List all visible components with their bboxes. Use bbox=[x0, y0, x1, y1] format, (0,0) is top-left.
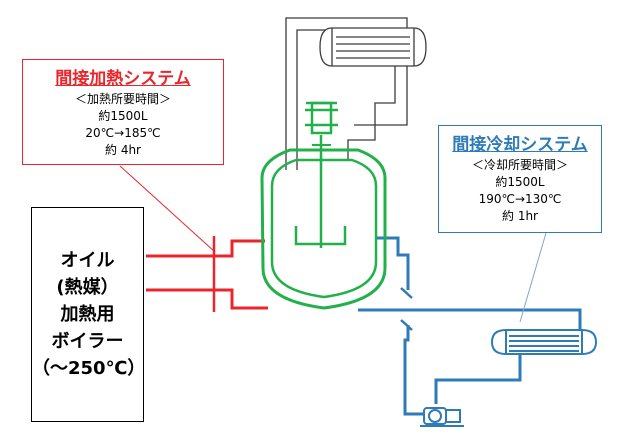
boiler-line-4: ボイラー bbox=[51, 331, 124, 352]
boiler-line-3: 加熱用 bbox=[60, 304, 115, 325]
cooling-temperature-range: 190℃→130℃ bbox=[478, 192, 562, 206]
cooling-pipes bbox=[358, 236, 582, 416]
heating-system-callout: 間接加熱システム ＜加熱所要時間＞ 約1500L 20℃→185℃ 約 4hr bbox=[22, 59, 224, 165]
pump-icon bbox=[420, 407, 464, 427]
oil-boiler-box: オイル (熱媒） 加熱用 ボイラー （～250℃） bbox=[31, 207, 146, 422]
cooling-volume: 約1500L bbox=[495, 175, 545, 189]
cooling-duration: 約 1hr bbox=[502, 209, 538, 223]
boiler-line-5: （～250℃） bbox=[32, 358, 146, 379]
heating-pipes bbox=[146, 236, 268, 312]
agitator-motor-icon bbox=[305, 101, 338, 135]
heating-time-label: ＜加熱所要時間＞ bbox=[74, 92, 171, 106]
cooling-system-callout: 間接冷却システム ＜冷却所要時間＞ 約1500L 190℃→130℃ 約 1hr bbox=[438, 125, 602, 233]
heating-system-title: 間接加熱システム bbox=[55, 69, 191, 89]
heating-temperature-range: 20℃→185℃ bbox=[85, 126, 161, 140]
condenser-icon bbox=[319, 27, 427, 67]
cooling-time-label: ＜冷却所要時間＞ bbox=[471, 158, 568, 172]
callout-leaders bbox=[119, 165, 547, 323]
boiler-line-2: (熱媒） bbox=[56, 277, 119, 298]
heating-volume: 約1500L bbox=[98, 109, 148, 123]
cooling-system-title: 間接冷却システム bbox=[452, 135, 588, 155]
boiler-line-1: オイル bbox=[60, 250, 115, 271]
heat-exchanger-icon bbox=[490, 329, 598, 355]
heating-duration: 約 4hr bbox=[105, 143, 141, 157]
valve-icon bbox=[400, 287, 413, 331]
reactor-vessel-icon bbox=[260, 135, 387, 310]
